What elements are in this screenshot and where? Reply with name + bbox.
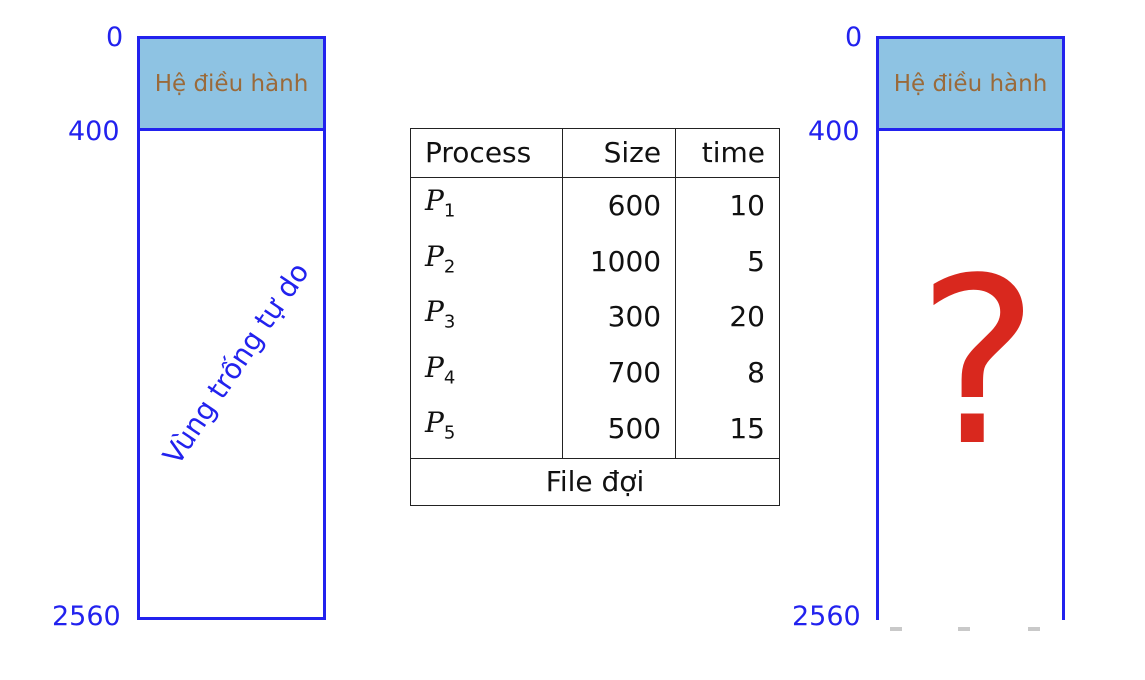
table-row: P1 600 10 xyxy=(409,177,780,234)
right-addr-top: 0 xyxy=(845,22,863,53)
left-memory-block: Hệ điều hành Vùng trống tự do xyxy=(137,36,326,620)
process-time: 8 xyxy=(675,344,780,401)
process-time: 20 xyxy=(675,289,780,345)
header-time: time xyxy=(675,128,780,178)
left-os-label: Hệ điều hành xyxy=(154,70,309,97)
process-size: 1000 xyxy=(562,233,677,290)
right-addr-os-end: 400 xyxy=(808,116,860,147)
right-memory-block: Hệ điều hành ? xyxy=(876,36,1065,620)
left-addr-os-end: 400 xyxy=(68,116,120,147)
process-time: 5 xyxy=(675,233,780,290)
left-os-region: Hệ điều hành xyxy=(140,39,323,131)
process-table: Process Size time P1 600 10 P2 1000 5 P3… xyxy=(409,128,780,506)
table-row: P4 700 8 xyxy=(409,344,780,401)
process-time: 10 xyxy=(675,177,780,234)
process-size: 500 xyxy=(562,400,677,459)
header-process: Process xyxy=(409,128,564,178)
table-row: P5 500 15 xyxy=(409,400,780,459)
process-size: 600 xyxy=(562,177,677,234)
left-addr-top: 0 xyxy=(106,22,124,53)
process-size: 300 xyxy=(562,289,677,345)
table-row: P3 300 20 xyxy=(409,289,780,345)
right-addr-bottom: 2560 xyxy=(792,601,861,632)
left-addr-bottom: 2560 xyxy=(52,601,121,632)
right-os-region: Hệ điều hành xyxy=(879,39,1062,131)
waiting-queue-label: File đợi xyxy=(410,457,780,506)
dash-mark xyxy=(958,627,970,631)
question-mark-icon: ? xyxy=(917,230,1040,497)
right-os-label: Hệ điều hành xyxy=(893,70,1048,97)
process-name: P3 xyxy=(409,289,564,345)
table-footer-row: File đợi xyxy=(410,457,780,506)
table-row: P2 1000 5 xyxy=(409,233,780,290)
process-name: P5 xyxy=(409,400,564,459)
process-time: 15 xyxy=(675,400,780,459)
process-name: P2 xyxy=(409,233,564,290)
process-name: P4 xyxy=(409,344,564,401)
dash-mark xyxy=(1028,627,1040,631)
dash-mark xyxy=(890,627,902,631)
table-header-row: Process Size time xyxy=(409,128,780,178)
free-space-label: Vùng trống tự do xyxy=(156,256,316,471)
header-size: Size xyxy=(562,128,677,178)
process-size: 700 xyxy=(562,344,677,401)
process-name: P1 xyxy=(409,177,564,234)
